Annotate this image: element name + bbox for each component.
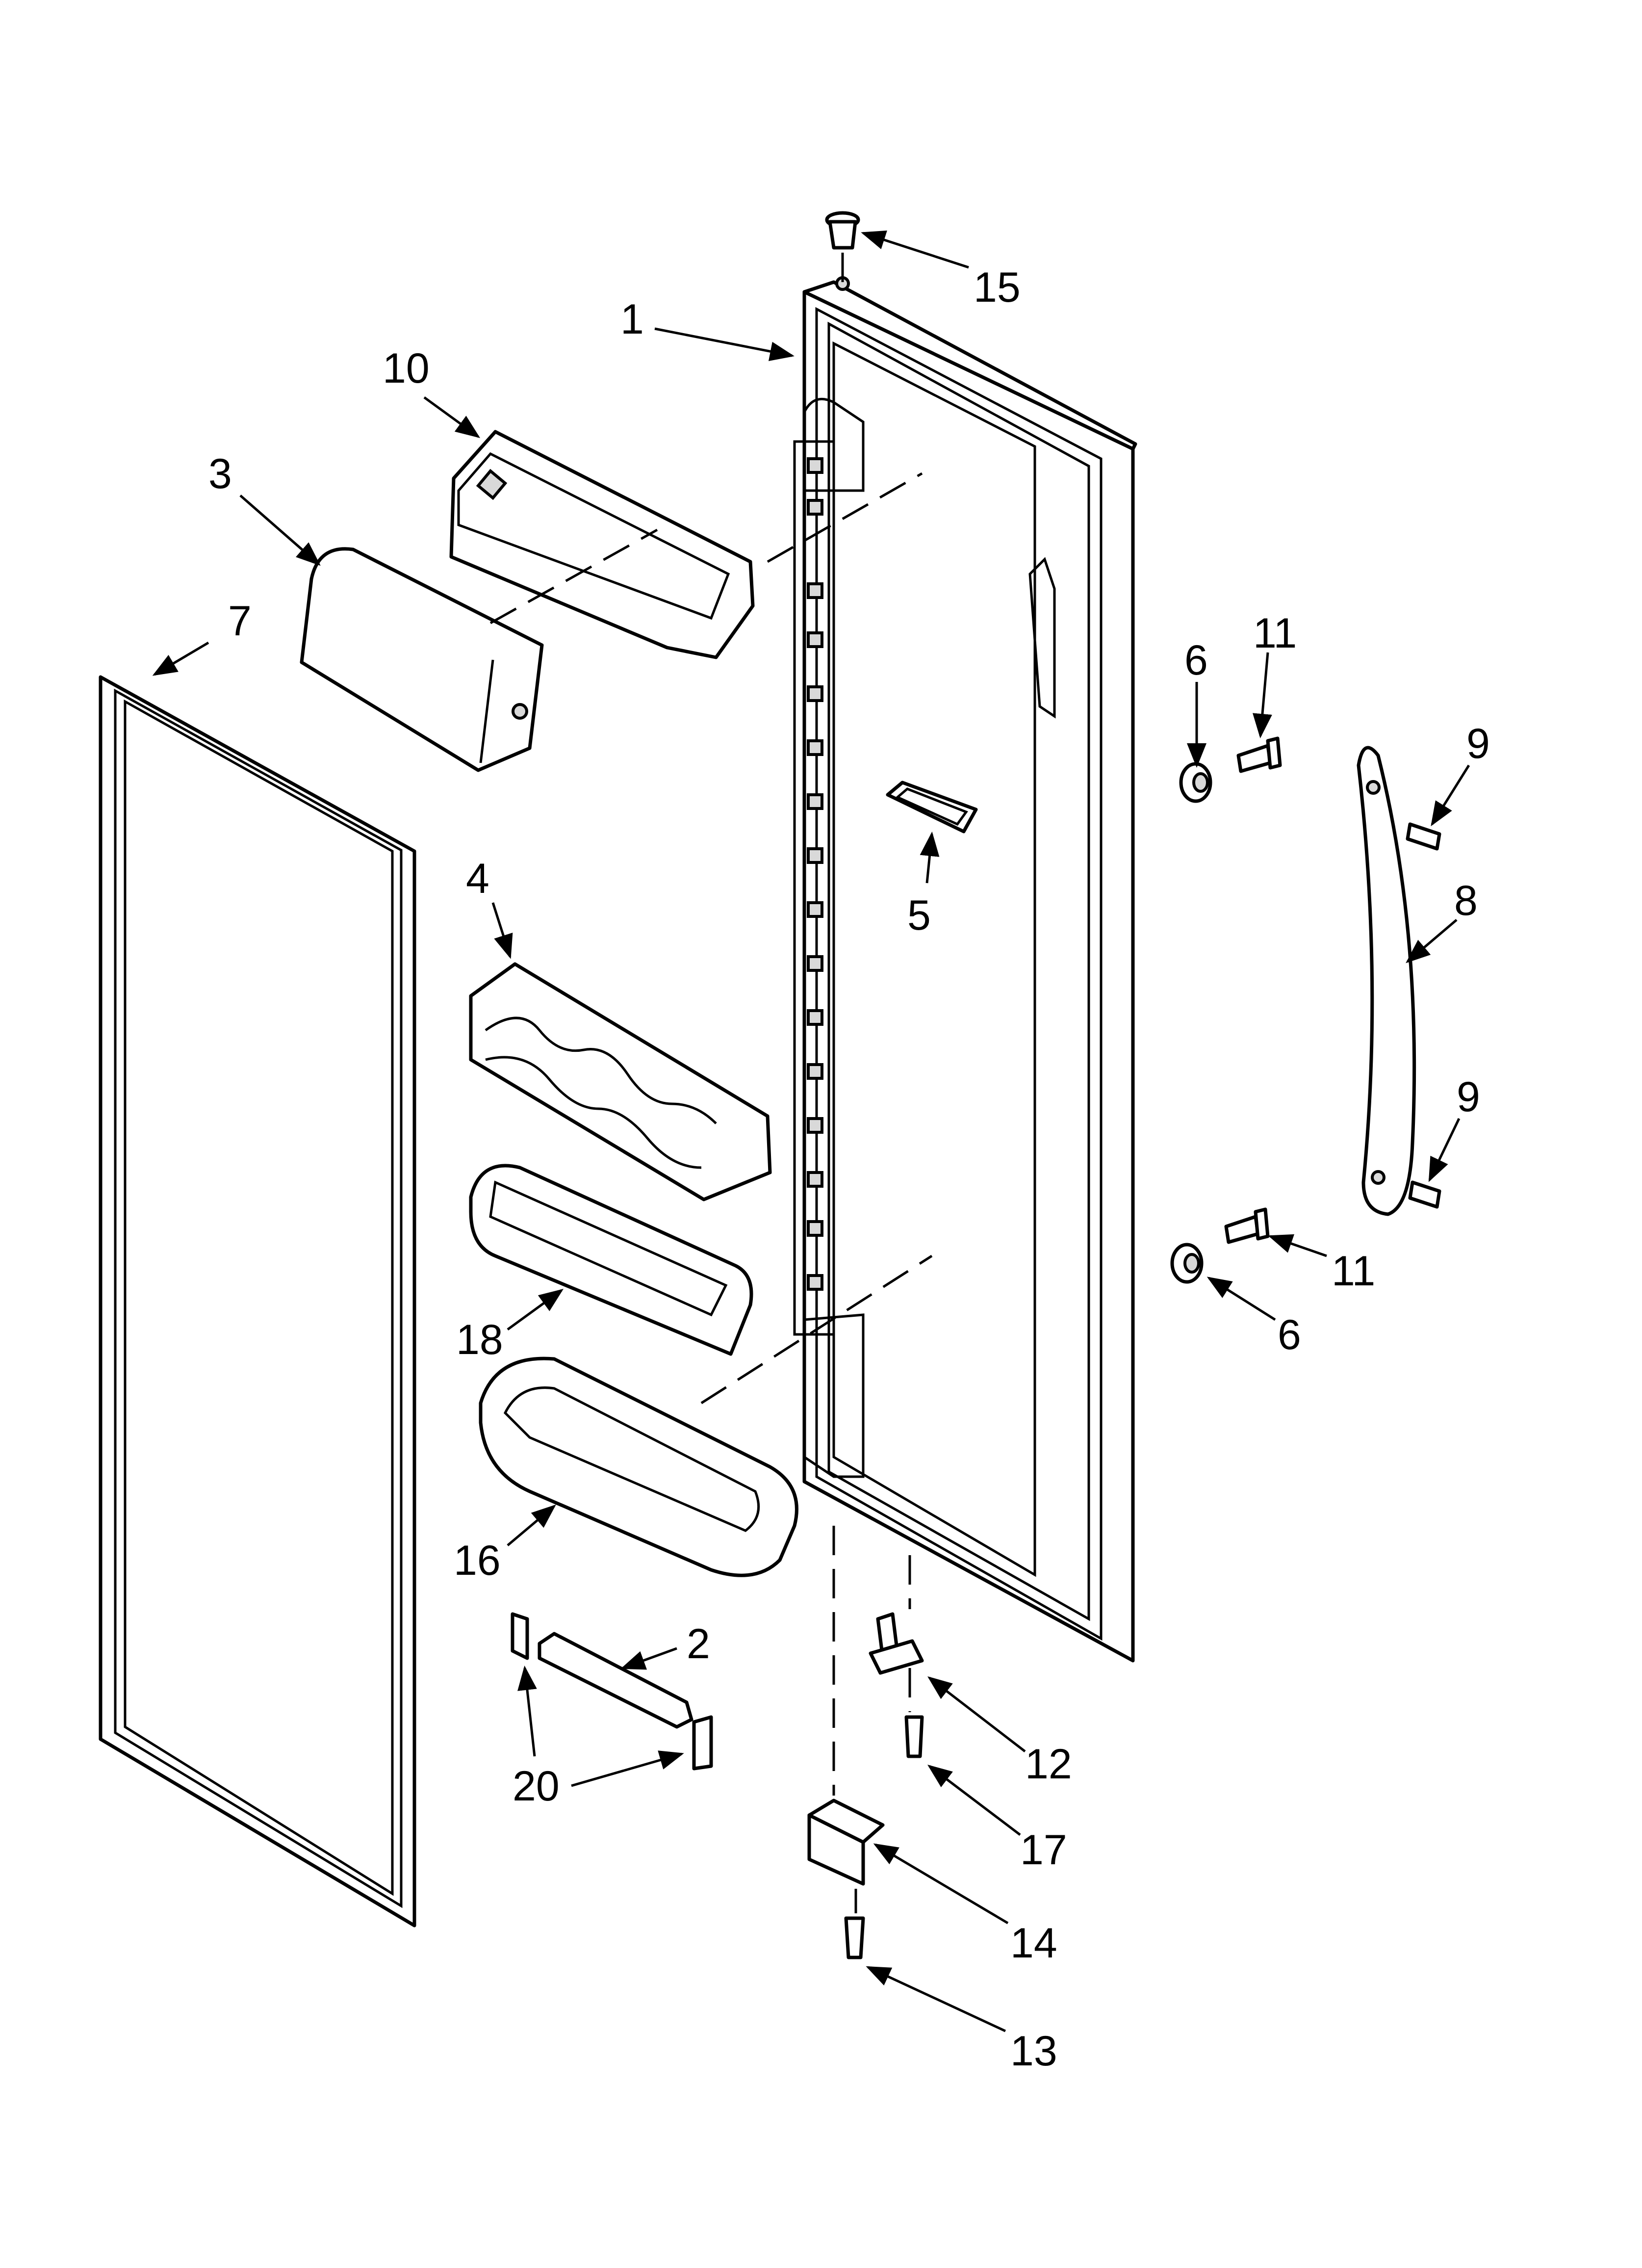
callout-17: 17 bbox=[1020, 1826, 1067, 1874]
lower-door-bin bbox=[479, 1356, 798, 1577]
callout-12: 12 bbox=[1025, 1741, 1072, 1788]
callout-15: 14 bbox=[1010, 1920, 1057, 1967]
handle-screw-bottom bbox=[1224, 1207, 1270, 1244]
callout-7: 7 bbox=[228, 598, 252, 645]
handle-screw-top bbox=[1236, 736, 1282, 773]
callout-20: 20 bbox=[513, 1763, 560, 1810]
callout-4: 4 bbox=[466, 855, 489, 902]
bin-cover bbox=[300, 547, 544, 772]
callout-13: 15 bbox=[974, 264, 1021, 311]
callout-16: 16 bbox=[454, 1537, 501, 1584]
callout-11-bottom: 11 bbox=[1332, 1248, 1375, 1295]
callout-1: 1 bbox=[620, 296, 644, 343]
callout-3: 3 bbox=[208, 450, 232, 497]
callout-11-top: 11 bbox=[1253, 610, 1297, 657]
handle-spacer-bottom bbox=[1170, 1243, 1204, 1284]
callout-labels: 15 1 10 3 7 4 5 6 11 9 8 9 11 6 18 16 2 … bbox=[208, 264, 1490, 2075]
bottom-hinge-screw bbox=[844, 1916, 865, 1959]
door-gasket bbox=[99, 675, 416, 1928]
upper-bin-housing bbox=[449, 430, 755, 659]
hinge-screw bbox=[904, 1715, 924, 1758]
wine-tray bbox=[469, 962, 772, 1201]
set-screw-bottom bbox=[1408, 1180, 1441, 1209]
callout-18: 18 bbox=[456, 1316, 503, 1363]
retainer-bar bbox=[511, 1612, 713, 1771]
door-handle bbox=[1357, 746, 1416, 1216]
leader-lines bbox=[152, 230, 1470, 2033]
callout-6-bottom: 6 bbox=[1278, 1311, 1301, 1358]
door-assembly bbox=[793, 280, 1137, 1663]
callout-9-top: 9 bbox=[1466, 720, 1490, 767]
small-cup bbox=[886, 781, 978, 834]
callout-5: 5 bbox=[907, 892, 931, 939]
callout-9-bottom: 9 bbox=[1457, 1073, 1480, 1121]
callout-6-top: 6 bbox=[1184, 637, 1208, 684]
handle-spacer-top bbox=[1179, 762, 1212, 803]
callout-14: 13 bbox=[1010, 2028, 1057, 2075]
callout-8: 8 bbox=[1454, 877, 1478, 924]
assembly-lines bbox=[489, 253, 933, 1913]
lower-hinge-pin bbox=[869, 1612, 924, 1675]
callout-10: 10 bbox=[383, 345, 430, 392]
callout-2: 2 bbox=[687, 1620, 710, 1668]
set-screw-top bbox=[1406, 822, 1441, 851]
top-hinge-pin bbox=[825, 211, 860, 291]
door-bin bbox=[469, 1164, 753, 1356]
bottom-hinge bbox=[807, 1799, 885, 1886]
